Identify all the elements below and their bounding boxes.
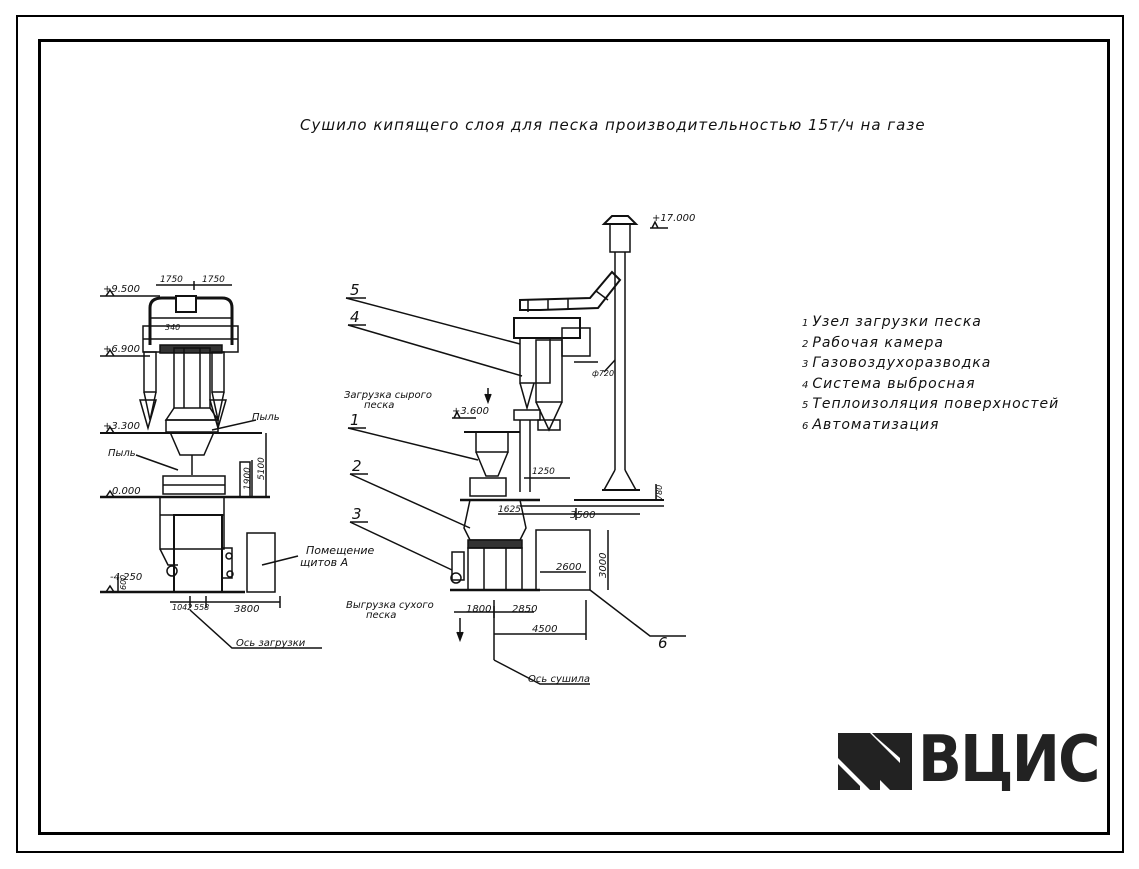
level-label: +3.300 xyxy=(103,421,140,432)
dim-label: 600 xyxy=(119,575,128,590)
room-label: Помещение xyxy=(306,544,375,557)
dim-label: 1750 xyxy=(160,275,183,285)
logo-emblem-icon xyxy=(838,733,912,790)
unload-label: Выгрузка сухого xyxy=(346,600,434,611)
dim-label: 3000 xyxy=(598,553,609,578)
dim-label: 3800 xyxy=(234,604,259,615)
dim-label: 340 xyxy=(165,323,180,332)
callout-number: 1 xyxy=(350,411,360,429)
dim-label: 780 xyxy=(655,485,664,500)
dim-label: 2850 xyxy=(512,604,537,615)
dim-label: 1625 xyxy=(498,505,521,515)
axis-label: Ось загрузки xyxy=(236,638,306,649)
room-label: щитов А xyxy=(300,556,348,569)
callout-number: 5 xyxy=(350,281,360,299)
right-elevation-view xyxy=(345,215,686,685)
callout-number: 3 xyxy=(352,505,362,523)
dim-label: 2600 xyxy=(556,562,581,573)
level-label: 0.000 xyxy=(112,486,141,497)
dim-label: 3500 xyxy=(570,510,595,521)
logo-text: ВЦИС xyxy=(918,723,1100,797)
dust-label: Пыль xyxy=(108,448,136,459)
dim-label: 1750 xyxy=(202,275,225,285)
unload-label: песка xyxy=(366,610,396,621)
axis-label: Ось сушила xyxy=(528,674,590,685)
dim-label: 4500 xyxy=(532,624,557,635)
callout-number: 4 xyxy=(350,308,360,326)
dim-label: 5100 xyxy=(257,457,267,480)
callout-number: 2 xyxy=(352,457,362,475)
dust-label: Пыль xyxy=(252,412,280,423)
level-label: +9.500 xyxy=(103,284,140,295)
level-label: +17.000 xyxy=(652,213,695,224)
drawing-title: Сушило кипящего слоя для песка производи… xyxy=(300,116,926,134)
load-label: Загрузка сырого xyxy=(344,390,432,401)
level-label: +3.600 xyxy=(452,406,489,417)
callout-number: 6 xyxy=(658,634,668,652)
dim-label: 1250 xyxy=(532,467,555,477)
outer-frame xyxy=(16,15,1124,853)
dim-label: 558 xyxy=(194,603,209,612)
dim-label: 1042 xyxy=(172,603,192,612)
dim-label: 1900 xyxy=(243,467,253,490)
inner-frame xyxy=(38,39,1110,835)
level-label: -4.250 xyxy=(110,572,142,583)
dim-label: 1800 xyxy=(466,604,491,615)
diameter-label: ф720 xyxy=(592,369,614,378)
left-elevation-view xyxy=(100,281,322,649)
level-label: +6.900 xyxy=(103,344,140,355)
load-label: песка xyxy=(364,400,394,411)
